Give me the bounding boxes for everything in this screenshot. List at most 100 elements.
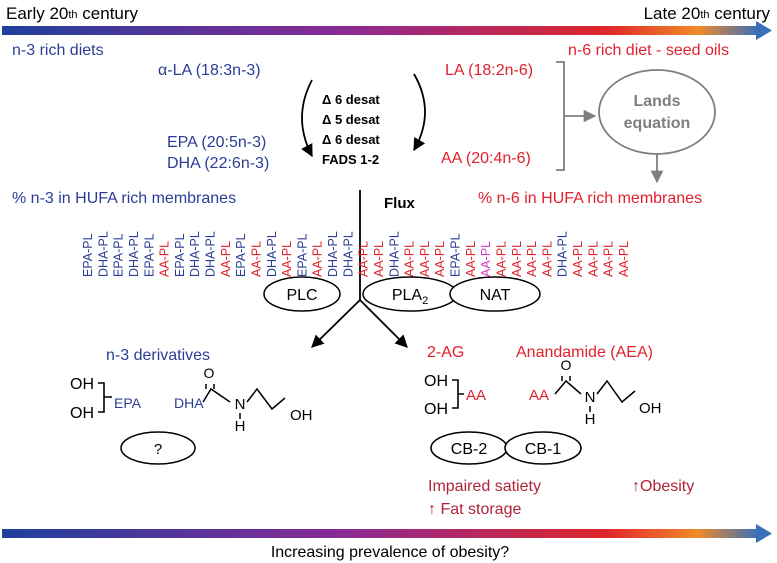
- phospholipid-label: AA-PL: [571, 241, 585, 277]
- enzyme-d5-desat: Δ 5 desat: [322, 112, 380, 127]
- timeline-bottom-arrowhead: [756, 524, 772, 543]
- twoag-aa-label: AA: [466, 387, 486, 404]
- n6-membranes-label: % n-6 in HUFA rich membranes: [478, 190, 702, 207]
- lands-equation-ellipse: [598, 69, 716, 155]
- phospholipid-label: AA-PL: [311, 241, 325, 277]
- timeline-top-arrowhead: [756, 21, 772, 40]
- phospholipid-label: AA-PL: [602, 241, 616, 277]
- timeline-left-label: Early 20th century: [6, 4, 139, 23]
- timeline-top: Early 20th century Late 20th century: [2, 4, 772, 40]
- phospholipid-label: DHA-PL: [265, 231, 279, 277]
- phospholipid-label: AA-PL: [433, 241, 447, 277]
- phospholipid-label: EPA-PL: [81, 233, 95, 277]
- bottom-prevalence-label: Increasing prevalence of obesity?: [271, 544, 509, 561]
- unknown-receptor-ellipse: [120, 431, 196, 465]
- twoag-oh-upper: OH: [424, 373, 448, 390]
- phospholipid-label: DHA-PL: [387, 231, 401, 277]
- n6-pathway-arrow: [413, 73, 426, 152]
- aa-label: AA (20:4n-6): [441, 150, 531, 167]
- flux-label: Flux: [384, 195, 415, 212]
- outcome-fat-storage: ↑ Fat storage: [428, 501, 521, 518]
- cb2-label: CB-2: [451, 441, 488, 458]
- phospholipid-label: DHA-PL: [556, 231, 570, 277]
- n3-amide-oh: OH: [290, 407, 313, 424]
- phospholipid-label: EPA-PL: [112, 233, 126, 277]
- twoag-title: 2-AG: [427, 344, 464, 361]
- phospholipid-label: AA-PL: [479, 241, 493, 277]
- phospholipid-label: DHA-PL: [188, 231, 202, 277]
- timeline-top-bar: [2, 26, 758, 35]
- phospholipid-label: DHA-PL: [96, 231, 110, 277]
- epa-label: EPA (20:5n-3): [167, 134, 266, 151]
- n3-membranes-label: % n-3 in HUFA rich membranes: [12, 190, 236, 207]
- plc-label: PLC: [286, 287, 317, 304]
- phospholipid-label: DHA-PL: [127, 231, 141, 277]
- aea-aa-label: AA: [529, 387, 549, 404]
- lands-bracket: [556, 61, 565, 171]
- flux-arrow-right: [359, 299, 408, 348]
- aea-amide-bonds: [554, 376, 636, 404]
- nat-label: NAT: [480, 287, 511, 304]
- timeline-bottom-bar: [2, 529, 758, 538]
- phospholipid-label: AA-PL: [510, 241, 524, 277]
- n6-diet-label: n-6 rich diet - seed oils: [568, 42, 729, 59]
- phospholipid-label: AA-PL: [250, 241, 264, 277]
- enzyme-d6-desat-2: Δ 6 desat: [322, 132, 380, 147]
- enzyme-fads: FADS 1-2: [322, 152, 379, 167]
- outcome-impaired-satiety: Impaired satiety: [428, 478, 541, 495]
- phospholipid-label: AA-PL: [357, 241, 371, 277]
- n3-amide-o: O: [204, 365, 215, 381]
- twoag-oh-bracket: [452, 379, 464, 409]
- phospholipid-label: AA-PL: [403, 241, 417, 277]
- phospholipid-label: AA-PL: [525, 241, 539, 277]
- phospholipid-label: AA-PL: [540, 241, 554, 277]
- phospholipid-label: AA-PL: [418, 241, 432, 277]
- n3-derivatives-title: n-3 derivatives: [106, 347, 210, 364]
- n3-pathway-arrow: [301, 79, 313, 158]
- cb1-label: CB-1: [525, 441, 562, 458]
- unknown-receptor-label: ?: [154, 441, 162, 458]
- dha-label: DHA (22:6n-3): [167, 155, 269, 172]
- n3-dha-label: DHA: [174, 395, 204, 411]
- phospholipid-label: EPA-PL: [173, 233, 187, 277]
- lands-equation-line1: Lands: [633, 93, 680, 110]
- aea-amide-h: H: [585, 411, 596, 428]
- phospholipid-label: EPA-PL: [142, 233, 156, 277]
- nat-ellipse: [449, 276, 541, 312]
- phospholipid-label: DHA-PL: [341, 231, 355, 277]
- timeline-bottom: Increasing prevalence of obesity?: [2, 524, 772, 561]
- n3-epa-label: EPA: [114, 395, 142, 411]
- phospholipid-label: AA-PL: [372, 241, 386, 277]
- phospholipid-label: AA-PL: [495, 241, 509, 277]
- n3-oh-lower: OH: [70, 405, 94, 422]
- lands-equation-line2: equation: [624, 115, 691, 132]
- enzyme-d6-desat-1: Δ 6 desat: [322, 92, 380, 107]
- phospholipid-label: DHA-PL: [326, 231, 340, 277]
- n3-oh-upper: OH: [70, 376, 94, 393]
- timeline-right-label: Late 20th century: [644, 4, 771, 23]
- aea-amide-n: N: [585, 389, 596, 406]
- la-label: LA (18:2n-6): [445, 62, 533, 79]
- phospholipid-label: EPA-PL: [449, 233, 463, 277]
- phospholipid-label: AA-PL: [464, 241, 478, 277]
- pla2-label: PLA2: [392, 287, 428, 307]
- plc-ellipse: [263, 276, 341, 312]
- n3-amide-bonds: [202, 384, 286, 411]
- phospholipid-label: AA-PL: [617, 241, 631, 277]
- n3-diet-label: n-3 rich diets: [12, 42, 104, 59]
- phospholipid-label: EPA-PL: [295, 233, 309, 277]
- phospholipid-label: AA-PL: [219, 241, 233, 277]
- ala-label: α-LA (18:3n-3): [158, 62, 261, 79]
- outcome-obesity: ↑Obesity: [632, 478, 694, 495]
- twoag-oh-lower: OH: [424, 401, 448, 418]
- phospholipid-label: AA-PL: [586, 241, 600, 277]
- n3-oh-bracket: [98, 382, 112, 413]
- aea-amide-o: O: [561, 357, 572, 373]
- n3-amide-h: H: [235, 418, 246, 435]
- aea-title: Anandamide (AEA): [516, 344, 653, 361]
- phospholipid-label: AA-PL: [280, 241, 294, 277]
- cb1-ellipse: [504, 431, 582, 465]
- flux-arrow-left: [311, 299, 361, 348]
